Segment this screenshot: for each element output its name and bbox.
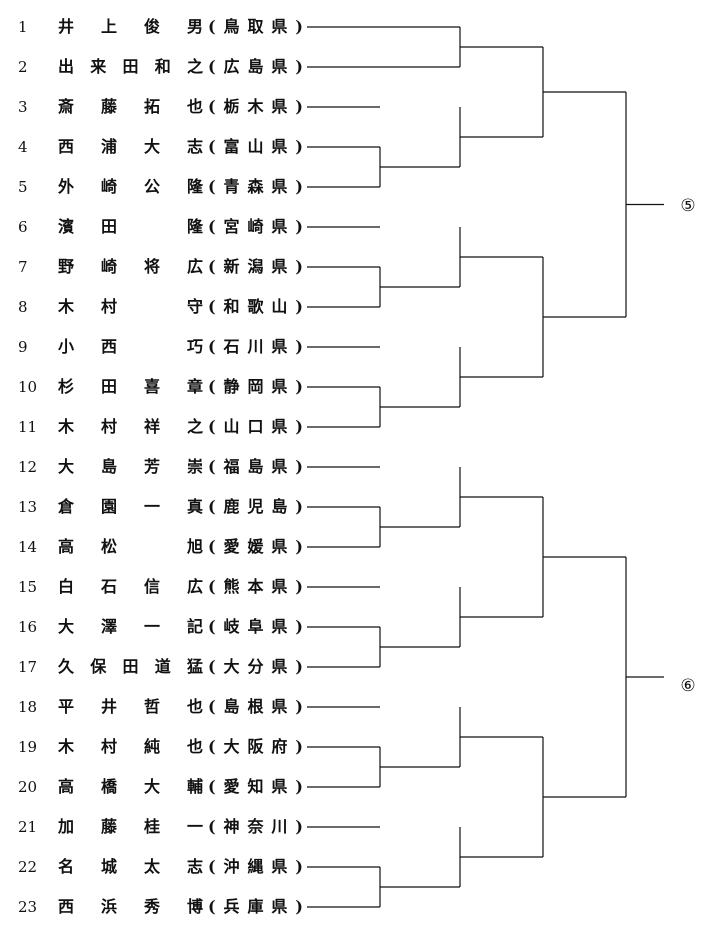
entry-number: 12 [18,458,38,476]
entry-row: 5 外崎公隆 (青森県) [0,175,710,199]
entry-prefecture: (兵庫県) [208,897,303,916]
entry-number: 21 [18,818,38,836]
entry-name: 木村 守 [58,297,203,316]
entry-row: 23 西浜秀博 (兵庫県) [0,895,710,919]
entry-number: 20 [18,778,38,796]
entry-name: 大澤一記 [58,617,203,636]
entry-row: 12 大島芳崇 (福島県) [0,455,710,479]
entry-prefecture: (愛媛県) [208,537,303,556]
entry-row: 14 高松 旭 (愛媛県) [0,535,710,559]
entry-row: 9 小西 巧 (石川県) [0,335,710,359]
entry-name: 野崎将広 [58,257,203,276]
entry-number: 8 [18,298,28,316]
result-top: ⑤ [680,196,696,216]
entry-row: 19 木村純也 (大阪府) [0,735,710,759]
entry-row: 18 平井哲也 (島根県) [0,695,710,719]
entry-name: 小西 巧 [58,337,203,356]
entry-number: 5 [18,178,28,196]
result-bottom: ⑥ [680,676,696,696]
entry-prefecture: (山口県) [208,417,303,436]
entry-prefecture: (富山県) [208,137,303,156]
entry-name: 高橋大輔 [58,777,203,796]
entry-name: 井上俊男 [58,17,203,36]
entry-number: 9 [18,338,28,356]
entry-name: 出来田和之 [58,57,203,76]
entry-row: 4 西浦大志 (富山県) [0,135,710,159]
entry-name: 斎藤拓也 [58,97,203,116]
entry-number: 10 [18,378,38,396]
entry-number: 22 [18,858,38,876]
entry-prefecture: (岐阜県) [208,617,303,636]
entry-number: 3 [18,98,28,116]
entry-name: 西浦大志 [58,137,203,156]
entry-row: 15 白石信広 (熊本県) [0,575,710,599]
entry-prefecture: (栃木県) [208,97,303,116]
entry-prefecture: (石川県) [208,337,303,356]
entry-prefecture: (大阪府) [208,737,303,756]
entry-prefecture: (鳥取県) [208,17,303,36]
entry-number: 23 [18,898,38,916]
entry-number: 11 [18,418,38,436]
entry-name: 高松 旭 [58,537,203,556]
entry-prefecture: (和歌山) [208,297,303,316]
entry-prefecture: (鹿児島) [208,497,303,516]
entry-prefecture: (沖縄県) [208,857,303,876]
entry-number: 17 [18,658,38,676]
entry-number: 4 [18,138,28,156]
entry-name: 木村純也 [58,737,203,756]
entry-prefecture: (熊本県) [208,577,303,596]
entry-name: 外崎公隆 [58,177,203,196]
entry-prefecture: (新潟県) [208,257,303,276]
entry-number: 2 [18,58,28,76]
entry-prefecture: (宮崎県) [208,217,303,236]
entry-number: 15 [18,578,38,596]
entry-name: 平井哲也 [58,697,203,716]
entry-prefecture: (福島県) [208,457,303,476]
entry-number: 6 [18,218,28,236]
entry-row: 13 倉園一真 (鹿児島) [0,495,710,519]
entry-row: 11 木村祥之 (山口県) [0,415,710,439]
entry-row: 20 高橋大輔 (愛知県) [0,775,710,799]
entry-number: 16 [18,618,38,636]
entry-number: 13 [18,498,38,516]
entry-row: 8 木村 守 (和歌山) [0,295,710,319]
entry-row: 3 斎藤拓也 (栃木県) [0,95,710,119]
entry-name: 木村祥之 [58,417,203,436]
entry-row: 10 杉田喜章 (静岡県) [0,375,710,399]
entry-number: 19 [18,738,38,756]
entry-name: 濱田 隆 [58,217,203,236]
entry-prefecture: (愛知県) [208,777,303,796]
entry-prefecture: (青森県) [208,177,303,196]
entry-prefecture: (大分県) [208,657,303,676]
entry-row: 22 名城太志 (沖縄県) [0,855,710,879]
entry-name: 杉田喜章 [58,377,203,396]
entry-name: 名城太志 [58,857,203,876]
entry-prefecture: (静岡県) [208,377,303,396]
entry-prefecture: (広島県) [208,57,303,76]
entry-number: 14 [18,538,38,556]
entry-number: 18 [18,698,38,716]
entry-number: 1 [18,18,28,36]
entry-row: 21 加藤桂一 (神奈川) [0,815,710,839]
entry-number: 7 [18,258,28,276]
entry-name: 大島芳崇 [58,457,203,476]
entry-row: 1 井上俊男 (鳥取県) [0,15,710,39]
entry-prefecture: (神奈川) [208,817,303,836]
entry-row: 16 大澤一記 (岐阜県) [0,615,710,639]
entry-name: 久保田道猛 [58,657,203,676]
entry-row: 17 久保田道猛 (大分県) [0,655,710,679]
entry-name: 加藤桂一 [58,817,203,836]
entry-name: 倉園一真 [58,497,203,516]
entry-row: 2 出来田和之 (広島県) [0,55,710,79]
entry-row: 7 野崎将広 (新潟県) [0,255,710,279]
entry-name: 白石信広 [58,577,203,596]
entry-prefecture: (島根県) [208,697,303,716]
entry-row: 6 濱田 隆 (宮崎県) [0,215,710,239]
entry-name: 西浜秀博 [58,897,203,916]
